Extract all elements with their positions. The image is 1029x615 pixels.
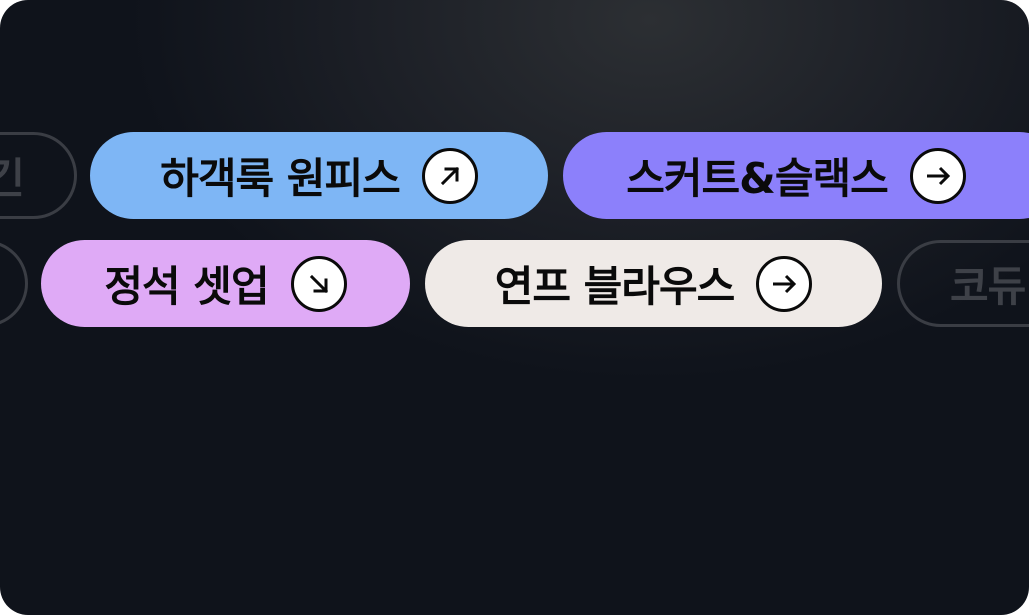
arrow-down-right-icon: [290, 255, 347, 312]
chip-classic-setup[interactable]: 정석 셋업: [41, 240, 410, 327]
chip-label: 긴: [0, 154, 25, 203]
chip-wedding-guest-dress[interactable]: 하객룩 원피스: [90, 132, 548, 219]
chip-faded-right-row2[interactable]: 코듀: [897, 240, 1029, 327]
chip-label: 스커트&슬랙스: [626, 154, 888, 203]
chip-label: 하객룩 원피스: [160, 154, 400, 203]
chip-skirt-slacks[interactable]: 스커트&슬랙스: [563, 132, 1029, 219]
chip-label: 연프 블라우스: [494, 262, 735, 311]
arrow-right-icon: [756, 255, 813, 312]
arrow-right-icon: [909, 147, 966, 204]
arrow-up-right-icon: [421, 147, 478, 204]
chip-label: 코듀: [950, 262, 1026, 311]
chip-romance-blouse[interactable]: 연프 블라우스: [425, 240, 882, 327]
chip-label: 정석 셋업: [104, 262, 269, 311]
chip-faded-left-row1[interactable]: 긴: [0, 132, 77, 219]
chip-faded-left-row2[interactable]: [0, 240, 28, 327]
